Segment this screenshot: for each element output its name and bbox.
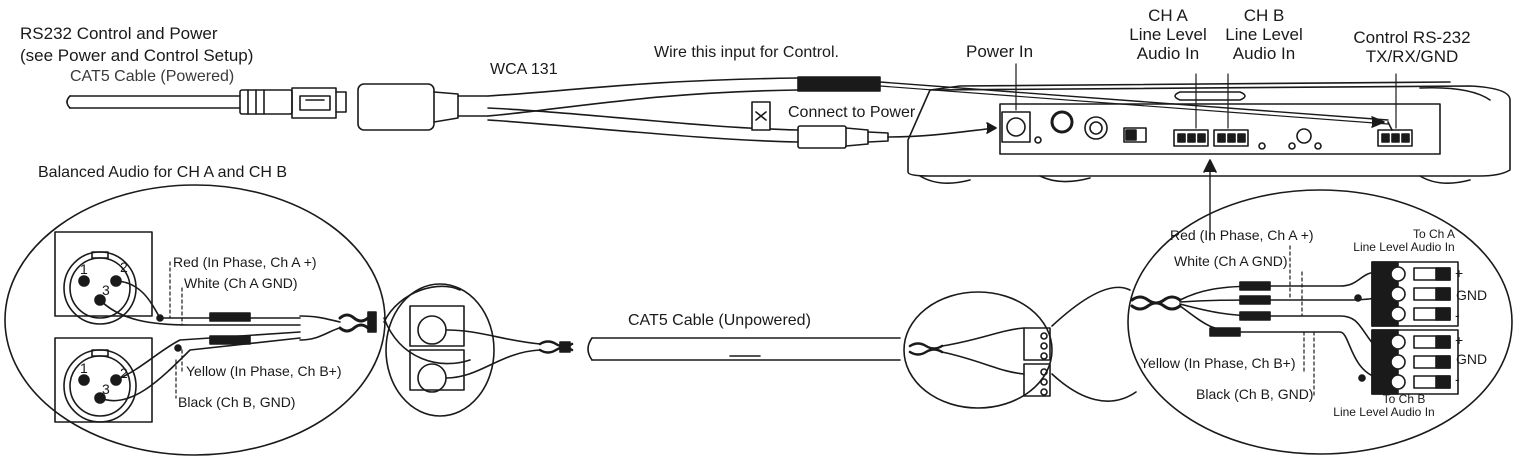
- rs232-power-subtitle: (see Power and Control Setup): [20, 46, 254, 65]
- power-in-label: Power In: [966, 42, 1034, 61]
- xlr-b-pin2: 2: [120, 365, 128, 381]
- ch-a-line1: CH A: [1148, 6, 1188, 25]
- power-arrow: [887, 122, 997, 138]
- to-ch-a-line2: Line Level Audio In: [1353, 240, 1455, 255]
- right-white-label: White (Ch A GND): [1174, 253, 1288, 269]
- wca131-adapter: [357, 83, 489, 131]
- control-cable: [487, 76, 1393, 131]
- ch-b-plus: +: [1455, 332, 1464, 348]
- terminal-block-ch-a: [1371, 261, 1459, 327]
- to-ch-b-line2: Line Level Audio In: [1333, 405, 1435, 420]
- left-black-label: Black (Ch B, GND): [178, 394, 296, 410]
- wire-input-control-label: Wire this input for Control.: [654, 44, 839, 61]
- power-cable: [487, 101, 889, 149]
- cat5-powered-cable: [66, 95, 241, 109]
- control-arrow-head: [1371, 116, 1385, 128]
- left-yellow-label: Yellow (In Phase, Ch B+): [186, 363, 342, 379]
- xlr-a-pin3: 3: [102, 282, 110, 298]
- connect-power-label: Connect to Power: [788, 104, 916, 121]
- small-right-detail: [903, 291, 1053, 409]
- left-detail-ellipse: [4, 184, 471, 456]
- to-ch-a-line1: To Ch A: [1412, 227, 1456, 241]
- ch-b-gnd: GND: [1456, 351, 1488, 367]
- ch-a-line2: Line Level: [1129, 25, 1207, 45]
- rs232-power-title: RS232 Control and Power: [20, 24, 218, 43]
- receiver-device: [907, 81, 1511, 184]
- control-rs232-line2: TX/RX/GND: [1365, 47, 1459, 67]
- xlr-a-pin2: 2: [120, 259, 128, 275]
- to-ch-a-label: To Ch A Line Level Audio In: [1340, 227, 1468, 255]
- ch-a-plus: +: [1455, 265, 1464, 281]
- small-left-detail: [385, 283, 574, 417]
- ch-a-label: CH A Line Level Audio In: [1112, 6, 1224, 63]
- to-ch-b-line1: To Ch B: [1382, 392, 1426, 406]
- xlr-a-pin1: 1: [80, 261, 88, 277]
- wca131-label: WCA 131: [490, 61, 558, 78]
- cat5-unpowered-label: CAT5 Cable (Unpowered): [628, 312, 811, 329]
- xlr-b-pin3: 3: [102, 381, 110, 397]
- left-white-label: White (Ch A GND): [184, 275, 298, 291]
- xlr-b-pin1: 1: [80, 360, 88, 376]
- ch-a-gnd: GND: [1456, 287, 1488, 303]
- right-wires: [1130, 245, 1379, 399]
- right-red-label: Red (In Phase, Ch A +): [1170, 227, 1314, 243]
- balanced-audio-label: Balanced Audio for CH A and CH B: [38, 164, 288, 181]
- rj45-plug: [239, 87, 347, 119]
- ch-b-label: CH B Line Level Audio In: [1208, 6, 1320, 63]
- right-yellow-label: Yellow (In Phase, Ch B+): [1140, 355, 1296, 371]
- control-rs232-line1: Control RS-232: [1353, 28, 1471, 47]
- left-red-label: Red (In Phase, Ch A +): [173, 254, 317, 270]
- right-detail-ellipse: [1051, 189, 1513, 455]
- ch-a-minus: -: [1455, 307, 1460, 323]
- control-rs232-label: Control RS-232 TX/RX/GND: [1340, 28, 1484, 66]
- xlr-connector-b: [54, 337, 153, 423]
- ch-b-minus: -: [1455, 371, 1460, 387]
- ch-b-line2: Line Level: [1225, 25, 1303, 45]
- ch-a-line3: Audio In: [1136, 44, 1200, 64]
- terminal-block-ch-b: [1371, 329, 1459, 395]
- to-ch-b-label: To Ch B Line Level Audio In: [1320, 392, 1448, 420]
- xlr-connector-a: [54, 231, 153, 325]
- right-black-label: Black (Ch B, GND): [1196, 386, 1314, 402]
- ch-b-line3: Audio In: [1232, 44, 1296, 64]
- left-wires: [99, 261, 377, 402]
- ch-b-line1: CH B: [1243, 6, 1285, 25]
- cat5-unpowered-cable: [587, 337, 901, 361]
- cat5-powered-label: CAT5 Cable (Powered): [70, 68, 235, 85]
